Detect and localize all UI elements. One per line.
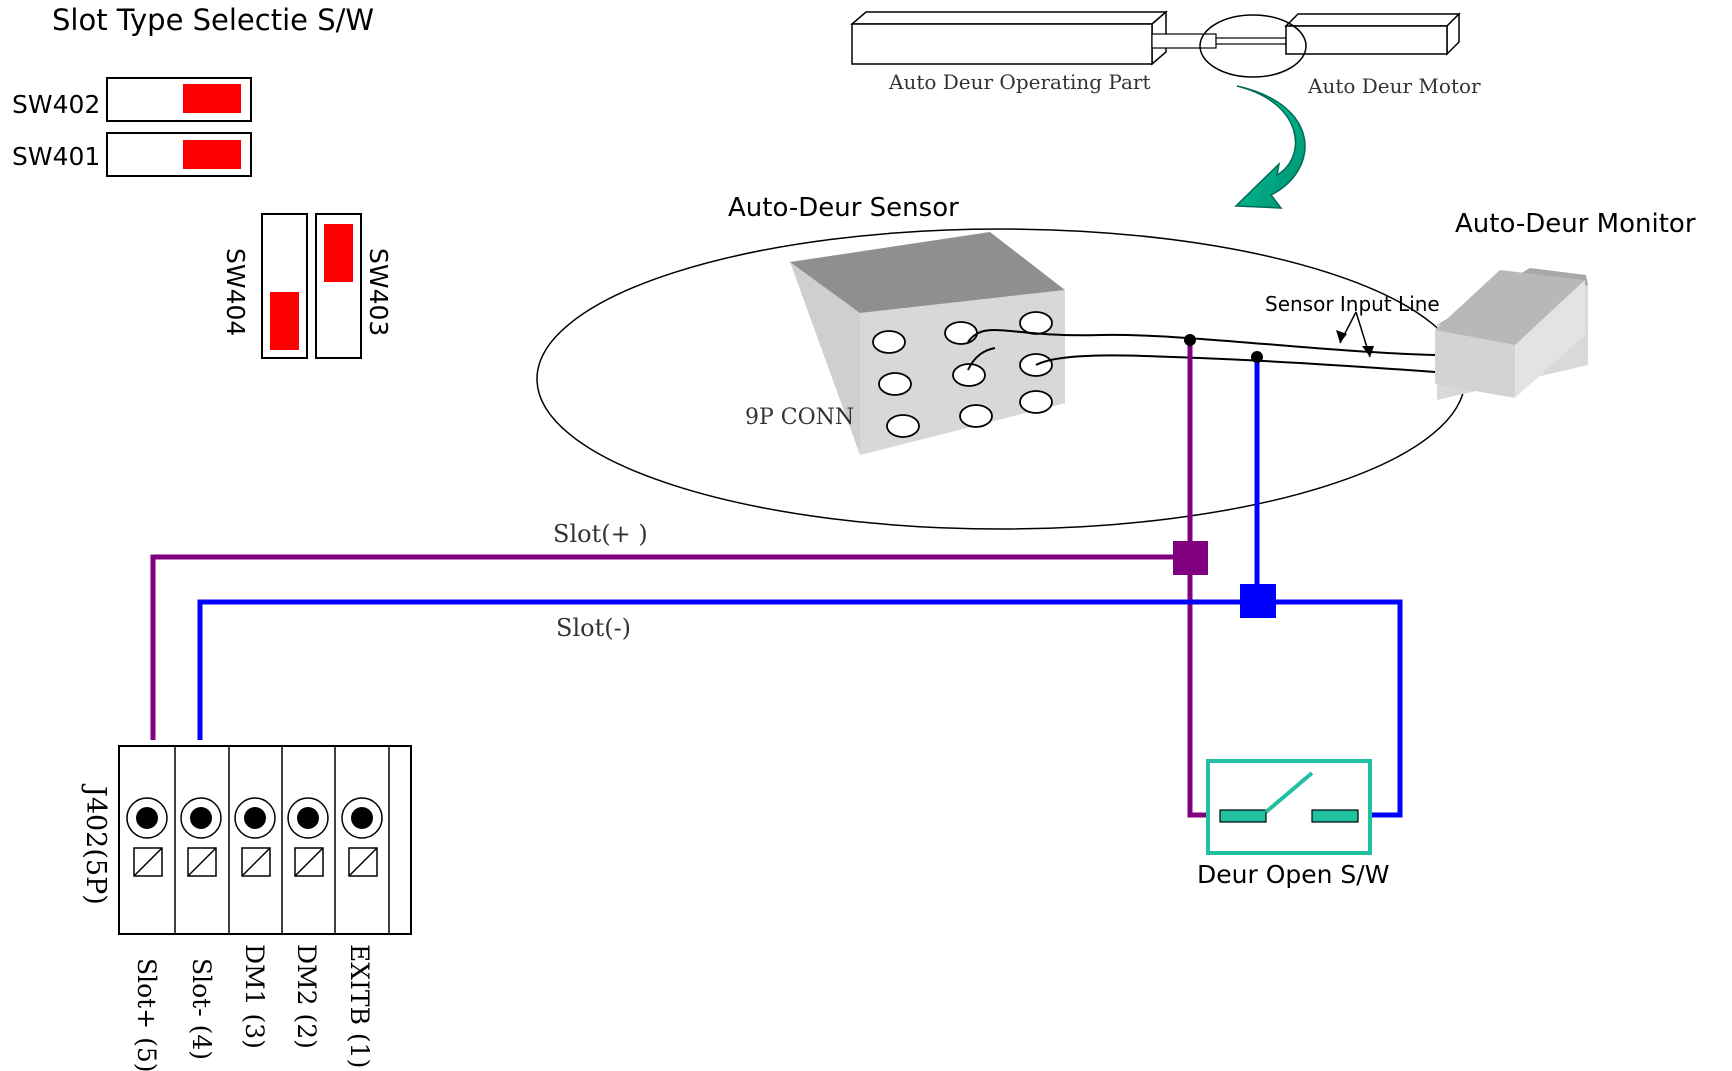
terminal-name-label: J402(5P) bbox=[80, 783, 111, 905]
slot-type-title: Slot Type Selectie S/W bbox=[52, 3, 374, 37]
sw403-switch[interactable] bbox=[315, 213, 362, 359]
motor-coupling-highlight bbox=[1199, 14, 1307, 78]
terminal-pin-label-2: Slot- (4) bbox=[187, 958, 216, 1060]
connector-label: 9P CONN bbox=[745, 405, 854, 430]
sw404-knob bbox=[270, 292, 299, 350]
terminal-pin-label-4: DM2 (2) bbox=[292, 944, 321, 1049]
sw402-switch[interactable] bbox=[106, 77, 252, 122]
slot-minus-tap-dot bbox=[1251, 351, 1263, 363]
sensor-input-wire-lower bbox=[1035, 354, 1436, 373]
door-open-switch-label: Deur Open S/W bbox=[1197, 860, 1389, 889]
sensor-input-wire-upper bbox=[967, 329, 1436, 356]
sw402-label: SW402 bbox=[12, 90, 100, 119]
sw401-switch[interactable] bbox=[106, 132, 252, 177]
sw403-label: SW403 bbox=[364, 248, 393, 336]
monitor-label: Auto-Deur Monitor bbox=[1455, 209, 1696, 239]
slot-minus-wire bbox=[197, 357, 1403, 818]
operating-part-label: Auto Deur Operating Part bbox=[888, 70, 1151, 94]
motor-label: Auto Deur Motor bbox=[1307, 74, 1481, 98]
sensor-label: Auto-Deur Sensor bbox=[728, 193, 959, 223]
connector-pins bbox=[872, 311, 1053, 438]
terminal-pin-label-1: Slot+ (5) bbox=[132, 958, 161, 1071]
monitor-box-outline bbox=[1435, 270, 1585, 398]
motor-shaft bbox=[1151, 33, 1287, 49]
terminal-block bbox=[118, 745, 412, 935]
terminal-screw-icons bbox=[126, 797, 383, 839]
sw404-label: SW404 bbox=[221, 248, 250, 336]
slot-plus-junction bbox=[1173, 541, 1208, 575]
slot-minus-label: Slot(-) bbox=[556, 614, 631, 642]
sw401-label: SW401 bbox=[12, 142, 100, 171]
sw403-knob bbox=[324, 224, 353, 282]
curved-arrow-icon bbox=[1234, 85, 1306, 209]
slot-plus-tap-dot bbox=[1184, 334, 1196, 346]
terminal-clamp-icons bbox=[133, 847, 378, 877]
sw402-knob bbox=[183, 84, 241, 113]
sensor-input-line-label: Sensor Input Line bbox=[1265, 292, 1440, 316]
sw401-knob bbox=[183, 140, 241, 169]
operating-part-box bbox=[849, 10, 1169, 66]
sensor-input-wire-lead bbox=[967, 347, 996, 371]
door-open-switch[interactable] bbox=[1206, 759, 1372, 855]
sensor-input-pointer-icon bbox=[1336, 311, 1374, 358]
slot-plus-wire bbox=[150, 340, 1220, 818]
terminal-pin-label-5: EXITB (1) bbox=[345, 944, 374, 1068]
motor-box bbox=[1284, 12, 1461, 56]
slot-minus-junction bbox=[1240, 584, 1276, 618]
slot-plus-label: Slot(+ ) bbox=[553, 520, 648, 548]
sw404-switch[interactable] bbox=[261, 213, 308, 359]
terminal-pin-label-3: DM1 (3) bbox=[240, 944, 269, 1049]
